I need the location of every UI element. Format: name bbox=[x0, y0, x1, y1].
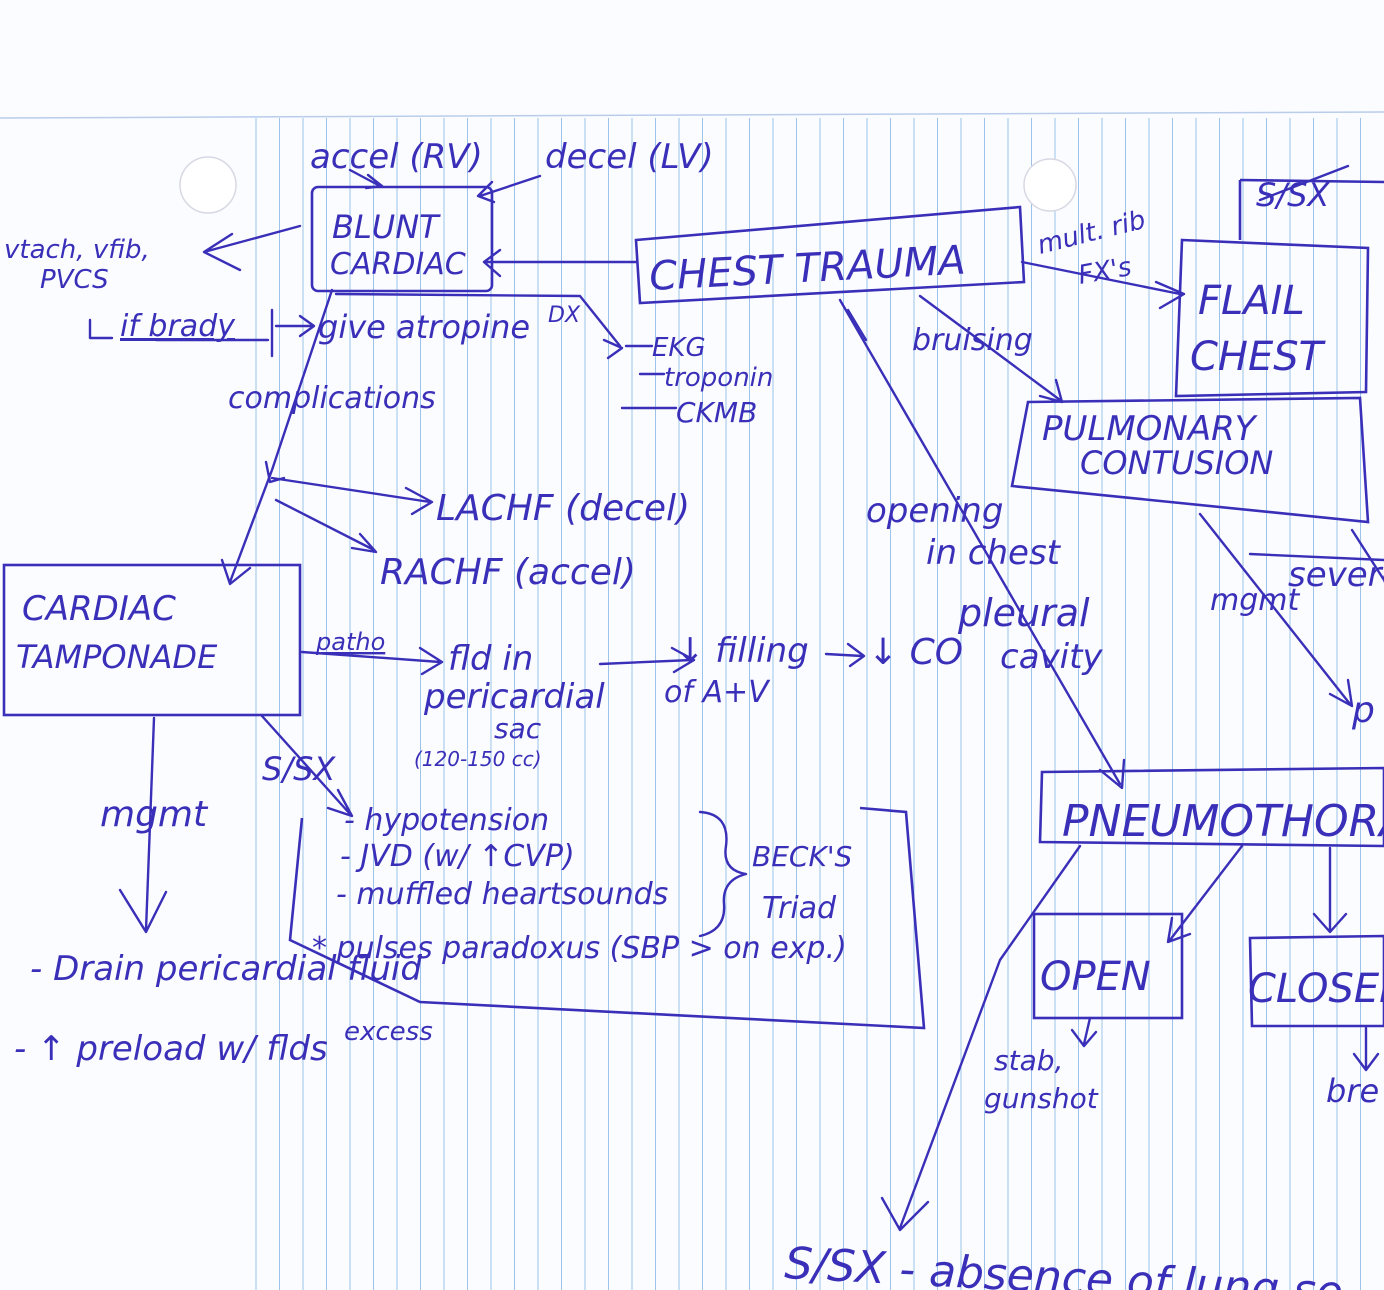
pulmonary-contusion-label: PULMONARY bbox=[1042, 409, 1258, 449]
pneumothorax-box bbox=[1038, 766, 1384, 848]
if-brady-label: if brady bbox=[120, 309, 236, 344]
pericardial-fluid-label: pericardial bbox=[423, 677, 605, 717]
connector-lines bbox=[88, 164, 1384, 1232]
ruled-lines bbox=[0, 111, 1384, 1290]
vtach-vfib-label: PVCS bbox=[40, 265, 109, 295]
pericardial-fluid-label: fld in bbox=[448, 639, 533, 679]
open-label: OPEN bbox=[1040, 954, 1151, 1000]
bruising-label: bruising bbox=[912, 323, 1033, 358]
partial-text: bre bbox=[1326, 1072, 1379, 1110]
opening-label: opening bbox=[866, 491, 1003, 531]
opening-label: pleural bbox=[957, 591, 1090, 635]
accel-rv-label: accel (RV) bbox=[310, 137, 483, 177]
becks-triad-label: BECK'S bbox=[752, 840, 852, 873]
dx-test: EKG bbox=[652, 333, 706, 363]
margin-line bbox=[0, 111, 1384, 119]
symptom-item: * pulses paradoxus (SBP > on exp.) bbox=[312, 931, 847, 966]
dx-label: DX bbox=[548, 303, 581, 328]
decel-lv-label: decel (LV) bbox=[545, 137, 714, 177]
symptom-item: - JVD (w/ ↑CVP) bbox=[340, 839, 575, 874]
contusion-mgmt-label: mgmt bbox=[1210, 583, 1300, 618]
becks-triad-label: Triad bbox=[762, 891, 837, 926]
tamponade-ssx-label: S/SX bbox=[262, 750, 336, 788]
vtach-vfib-label: vtach, vfib, bbox=[4, 235, 150, 265]
stab-gunshot-label: stab, bbox=[994, 1044, 1063, 1077]
pulmonary-contusion-label: CONTUSION bbox=[1080, 444, 1273, 482]
blunt-cardiac-label: CARDIAC bbox=[330, 247, 466, 282]
binder-hole bbox=[1023, 158, 1077, 212]
closed-label: CLOSED bbox=[1248, 966, 1384, 1012]
tamponade-mgmt-label: mgmt bbox=[100, 794, 209, 835]
pulmonary-contusion-box bbox=[1010, 396, 1370, 524]
blunt-cardiac-label: BLUNT bbox=[332, 208, 441, 246]
filling-label: of A+V bbox=[664, 675, 771, 710]
dx-test: CKMB bbox=[676, 396, 757, 429]
give-atropine-label: give atropine bbox=[318, 308, 530, 346]
flail-chest-label: FLAIL bbox=[1198, 278, 1305, 324]
cardiac-tamponade-label: CARDIAC bbox=[22, 589, 176, 629]
dx-test: troponin bbox=[664, 363, 773, 393]
multi-rib-fx-label: mult. rib bbox=[1034, 205, 1148, 261]
blunt-cardiac-box bbox=[310, 185, 494, 293]
symptoms-box bbox=[288, 806, 926, 1030]
partial-text: p bbox=[1351, 690, 1375, 731]
mgmt-item: - ↑ preload w/ flds bbox=[14, 1029, 328, 1069]
lachf-label: LACHF (decel) bbox=[436, 488, 690, 529]
binder-hole bbox=[179, 156, 237, 214]
symptom-item: - hypotension bbox=[344, 803, 549, 838]
mgmt-item: excess bbox=[344, 1017, 433, 1047]
chest-trauma-label: CHEST TRAUMA bbox=[648, 237, 967, 300]
pneumothorax-label: PNEUMOTHORAX bbox=[1062, 796, 1384, 847]
pneumothorax-ssx-label: S/SX - absence of lung so bbox=[783, 1238, 1344, 1290]
severe-label: severe bbox=[1288, 555, 1384, 595]
flail-chest-label: CHEST bbox=[1190, 334, 1327, 380]
filling-label: ↓ filling bbox=[676, 631, 809, 671]
flail-chest-box bbox=[1174, 238, 1370, 398]
complications-label: complications bbox=[228, 381, 436, 416]
flail-ssx-label: S/SX bbox=[1256, 176, 1330, 214]
cardiac-tamponade-box bbox=[2, 563, 302, 717]
rachf-label: RACHF (accel) bbox=[380, 552, 636, 593]
open-box bbox=[1032, 912, 1184, 1020]
symptom-item: - muffled heartsounds bbox=[336, 877, 668, 912]
pericardial-fluid-label: sac bbox=[494, 712, 542, 745]
cardiac-tamponade-label: TAMPONADE bbox=[16, 638, 218, 676]
chest-trauma-box bbox=[634, 205, 1026, 305]
cardiac-output-label: ↓ CO bbox=[868, 632, 963, 673]
patho-label: patho bbox=[315, 628, 385, 656]
mgmt-item: - Drain pericardial fluid bbox=[30, 949, 422, 989]
closed-box bbox=[1248, 934, 1384, 1028]
dx-dash-marks bbox=[620, 344, 678, 410]
stab-gunshot-label: gunshot bbox=[984, 1082, 1099, 1115]
pericardial-fluid-label: (120-150 cc) bbox=[414, 747, 542, 771]
opening-label: cavity bbox=[1000, 637, 1103, 677]
opening-label: in chest bbox=[926, 533, 1062, 573]
